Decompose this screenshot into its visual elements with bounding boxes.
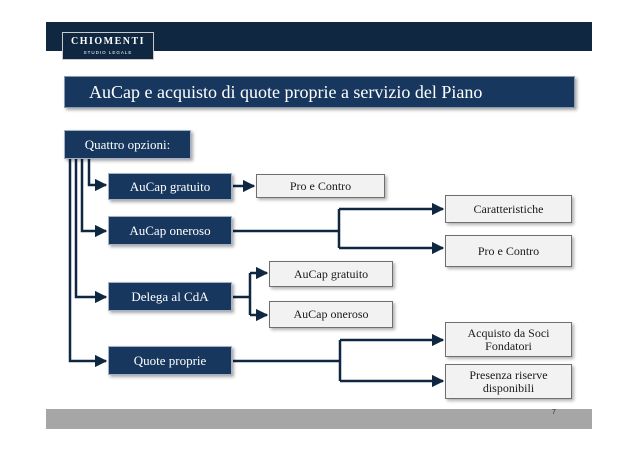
leaf-pro-contro-2: Pro e Contro: [445, 235, 572, 267]
option-aucap-oneroso: AuCap oneroso: [108, 216, 232, 245]
logo-name: CHIOMENTI: [70, 36, 146, 47]
leaf-acquisto-soci: Acquisto da Soci Fondatori: [445, 322, 572, 357]
option-delega-cda: Delega al CdA: [108, 282, 232, 311]
leaf-delega-aucap-gratuito: AuCap gratuito: [269, 261, 393, 287]
slide-title: AuCap e acquisto di quote proprie a serv…: [64, 76, 575, 108]
option-quote-proprie: Quote proprie: [108, 346, 232, 375]
root-box: Quattro opzioni:: [64, 130, 191, 159]
connector-root-opt4: [68, 159, 108, 368]
connector-opt3-children: [233, 271, 266, 317]
leaf-presenza-riserve: Presenza riserve disponibili: [445, 364, 572, 399]
chiomenti-logo: CHIOMENTI STUDIO LEGALE: [62, 32, 154, 60]
footer-bar: [46, 409, 592, 429]
connector-opt4-children: [233, 338, 442, 383]
connector-opt2-children: [233, 207, 442, 250]
leaf-pro-contro-1: Pro e Contro: [256, 174, 385, 198]
connector-root-opt1: [87, 159, 108, 192]
connector-root-opt3: [74, 159, 108, 304]
page-number: 7: [552, 409, 556, 416]
logo-subtitle: STUDIO LEGALE: [83, 50, 133, 55]
connector-root-opt2: [80, 159, 108, 238]
leaf-delega-aucap-oneroso: AuCap oneroso: [269, 301, 393, 328]
option-aucap-gratuito: AuCap gratuito: [108, 173, 232, 200]
leaf-caratteristiche: Caratteristiche: [445, 195, 572, 223]
